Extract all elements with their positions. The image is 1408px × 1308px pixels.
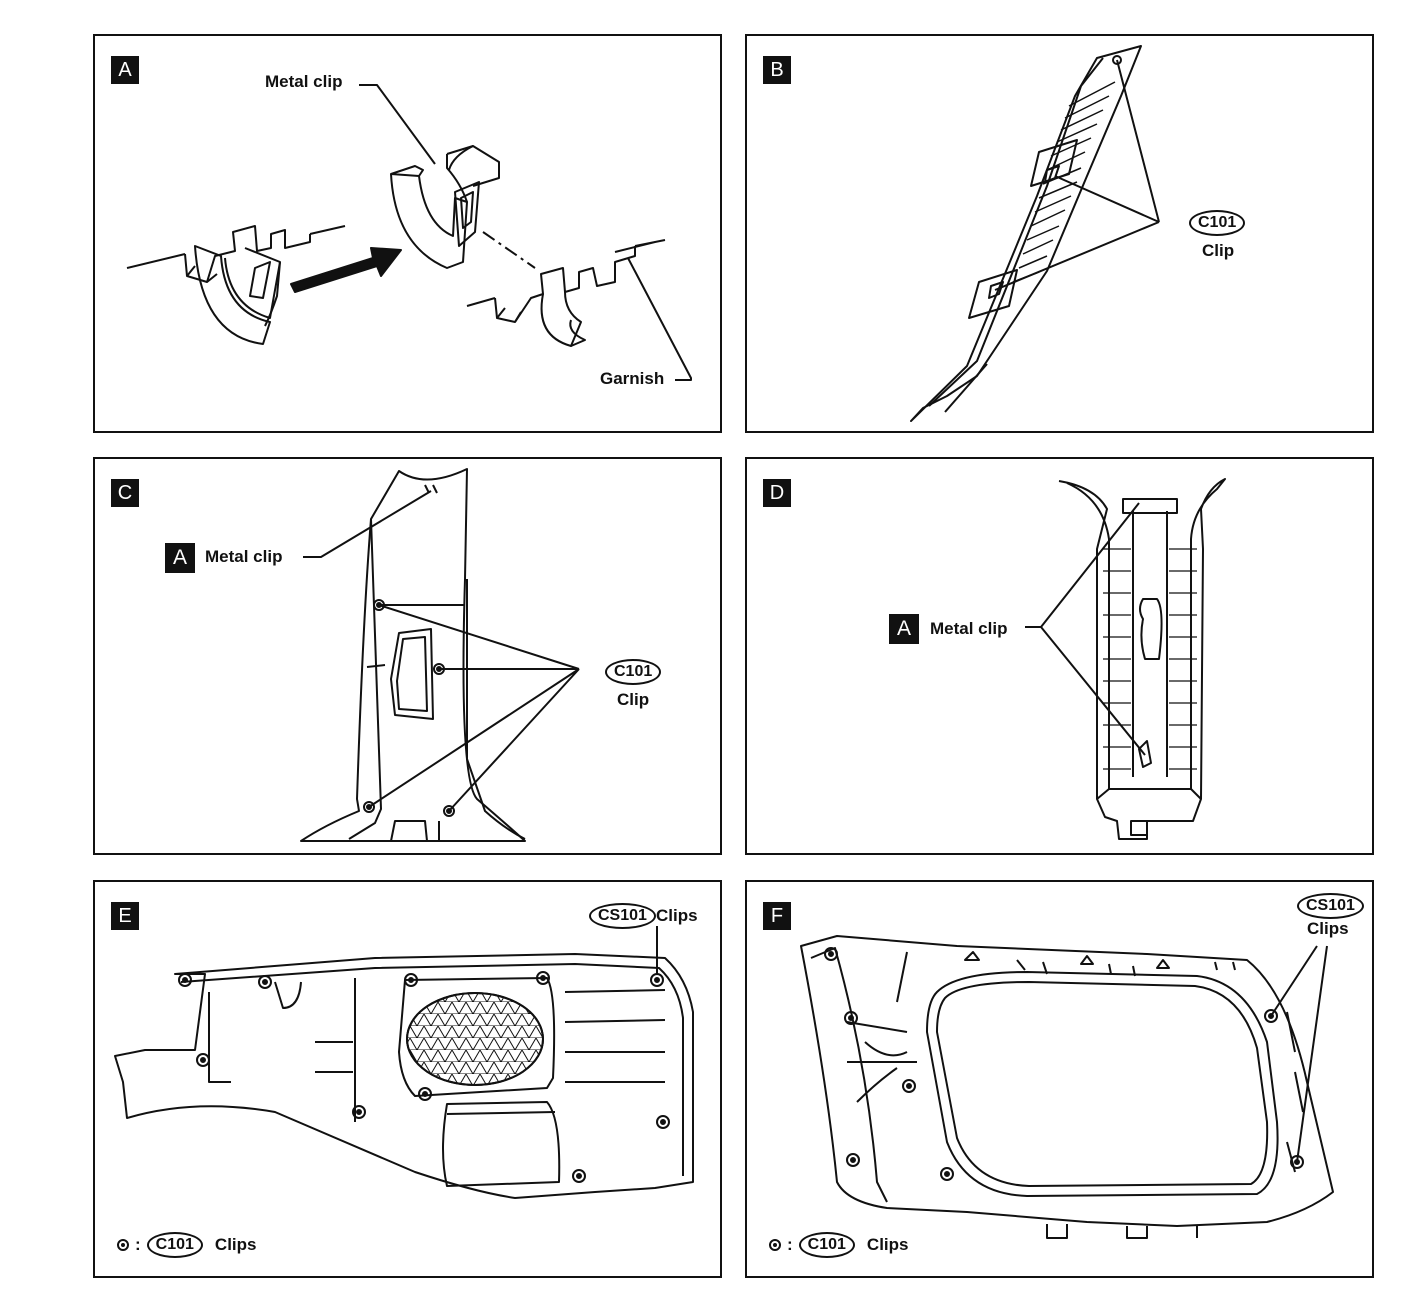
detail-a-badge: A xyxy=(165,543,195,573)
metal-clip-label: Metal clip xyxy=(265,72,343,91)
panel-e: E CS101 Clips : C101 Clips xyxy=(93,880,722,1278)
panel-a-badge: A xyxy=(111,56,139,84)
panel-b-badge: B xyxy=(763,56,791,84)
panel-d-badge: D xyxy=(763,479,791,507)
clips-label: Clips xyxy=(656,906,698,925)
clip-symbol-icon xyxy=(769,1239,781,1251)
metal-clip-label: Metal clip xyxy=(205,547,283,566)
part-code-oval: C101 xyxy=(605,659,662,685)
part-code-oval: C101 xyxy=(1189,210,1246,236)
legend-separator: : xyxy=(787,1235,793,1254)
clips-label: Clips xyxy=(1307,919,1349,938)
panel-e-drawing xyxy=(114,926,694,1199)
panel-a-drawing xyxy=(126,84,692,381)
panel-f-badge: F xyxy=(763,902,791,930)
clip-legend: : C101 Clips xyxy=(117,1232,256,1258)
clip-label: Clip xyxy=(1202,241,1235,260)
garnish-label: Garnish xyxy=(600,369,665,388)
panel-f-drawing xyxy=(800,935,1334,1239)
legend-code-oval: C101 xyxy=(146,1232,203,1258)
panel-b-drawing xyxy=(910,45,1160,422)
legend-clips-label: Clips xyxy=(866,1235,909,1254)
panel-e-badge: E xyxy=(111,902,139,930)
legend-code-oval: C101 xyxy=(798,1232,855,1258)
detail-a-badge: A xyxy=(889,614,919,644)
panel-a: A Metal clip Garnish xyxy=(93,34,722,433)
metal-clip-label: Metal clip xyxy=(930,619,1008,638)
legend-clips-label: Clips xyxy=(214,1235,257,1254)
panel-f: F CS101 Clips : C101 Clips xyxy=(745,880,1374,1278)
part-code-oval: CS101 xyxy=(1297,893,1364,919)
panel-c: C A Metal clip C101 Clip xyxy=(93,457,722,855)
part-code-oval: CS101 xyxy=(589,903,656,929)
panel-b: B C101 Clip xyxy=(745,34,1374,433)
panel-c-drawing xyxy=(300,468,580,842)
panel-d-drawing xyxy=(1025,478,1226,840)
panel-c-badge: C xyxy=(111,479,139,507)
panel-d: D A Metal clip xyxy=(745,457,1374,855)
legend-separator: : xyxy=(135,1235,141,1254)
clip-symbol-icon xyxy=(117,1239,129,1251)
clip-label: Clip xyxy=(617,690,650,709)
clip-legend: : C101 Clips xyxy=(769,1232,908,1258)
